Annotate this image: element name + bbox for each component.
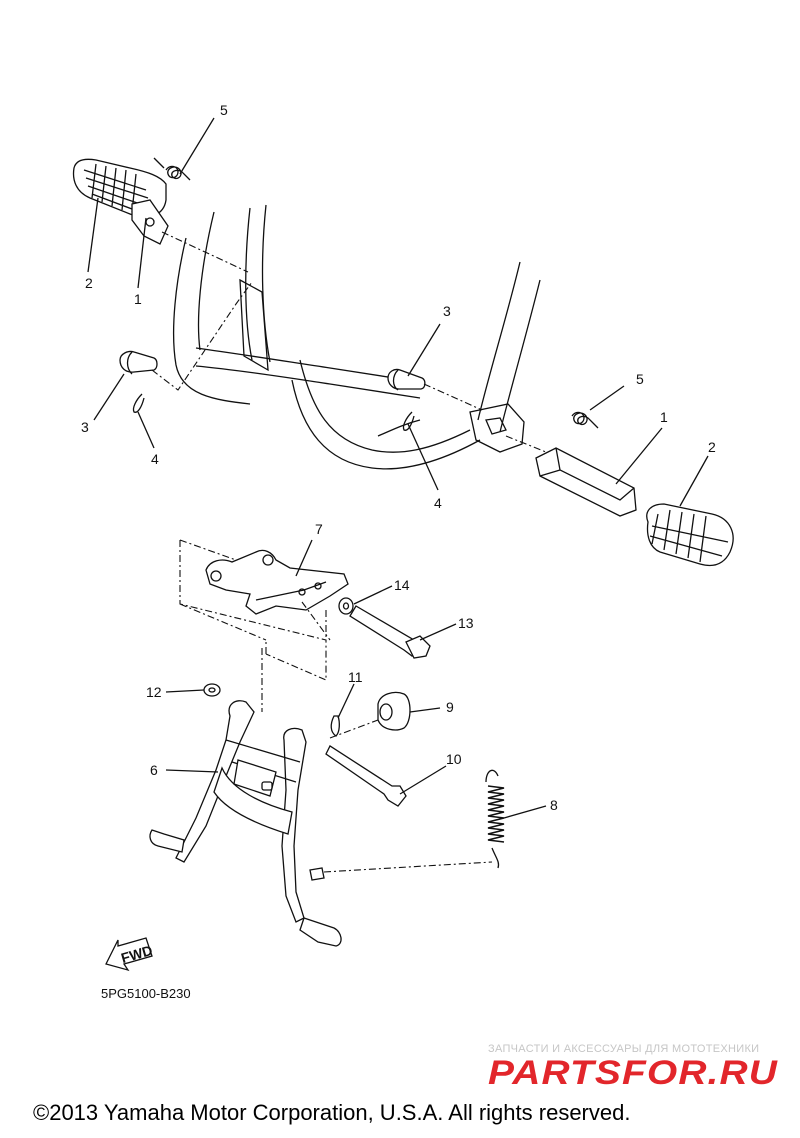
callout-4-right: 4: [434, 495, 442, 511]
washer-14: [338, 597, 354, 615]
callout-11: 11: [348, 669, 363, 685]
spring-axis: [323, 861, 493, 873]
callout-5-upper-left: 5: [220, 102, 228, 118]
pivot-bolt-10: [325, 745, 407, 807]
svg-text:PARTSFOR.RU: PARTSFOR.RU: [488, 1054, 779, 1092]
bolt-13: [349, 605, 431, 659]
callout-1-right: 1: [660, 409, 668, 425]
left-footrest-bracket: [131, 199, 169, 245]
right-footrest-spring: [571, 411, 599, 429]
washer-12: [203, 683, 221, 697]
callout-3-right: 3: [443, 303, 451, 319]
callout-leaders: [87, 117, 709, 819]
callout-7: 7: [315, 521, 323, 537]
collar-axis: [329, 719, 379, 739]
left-pin: [119, 350, 158, 375]
callout-10: 10: [446, 751, 462, 767]
spring-8: [485, 769, 505, 869]
right-axis-line: [505, 435, 547, 453]
collar-9: [377, 691, 411, 731]
left-pin-axis: [151, 281, 253, 391]
callout-14: 14: [394, 577, 410, 593]
watermark-tagline: ЗАПЧАСТИ И АКСЕССУАРЫ ДЛЯ МОТОТЕХНИКИ: [488, 1043, 760, 1055]
callout-6: 6: [150, 762, 158, 778]
callout-numbers: 5 2 1 3 4 3 4 5 1 2 7 14 13 12 11 9 6 10…: [81, 102, 716, 813]
callout-5-right: 5: [636, 371, 644, 387]
callout-9: 9: [446, 699, 454, 715]
callout-8: 8: [550, 797, 558, 813]
left-cotter-pin: [132, 393, 145, 413]
frame-tubes: [172, 204, 541, 470]
main-stand: [149, 700, 342, 947]
callout-2-left: 2: [85, 275, 93, 291]
watermark-logo: PARTSFOR.RU: [488, 1054, 779, 1092]
diagram-part-code: 5PG5100-B230: [101, 986, 191, 1001]
right-cotter-pin: [402, 411, 415, 431]
left-axis-line: [161, 231, 249, 273]
callout-2-right: 2: [708, 439, 716, 455]
right-footrest-rubber: [646, 503, 734, 567]
right-pin: [387, 368, 426, 391]
right-pin-axis: [423, 383, 483, 411]
callout-4-left: 4: [151, 451, 159, 467]
cotter-pin-11: [330, 715, 340, 737]
fwd-arrow-icon: FWD: [105, 937, 154, 972]
callout-13: 13: [458, 615, 474, 631]
stand-bracket: [205, 549, 349, 615]
callout-12: 12: [146, 684, 162, 700]
callout-1-left: 1: [134, 291, 142, 307]
callout-3-left: 3: [81, 419, 89, 435]
left-footrest-spring: [153, 157, 191, 181]
right-footrest-bracket: [535, 447, 637, 517]
copyright-notice: ©2013 Yamaha Motor Corporation, U.S.A. A…: [33, 1100, 631, 1125]
